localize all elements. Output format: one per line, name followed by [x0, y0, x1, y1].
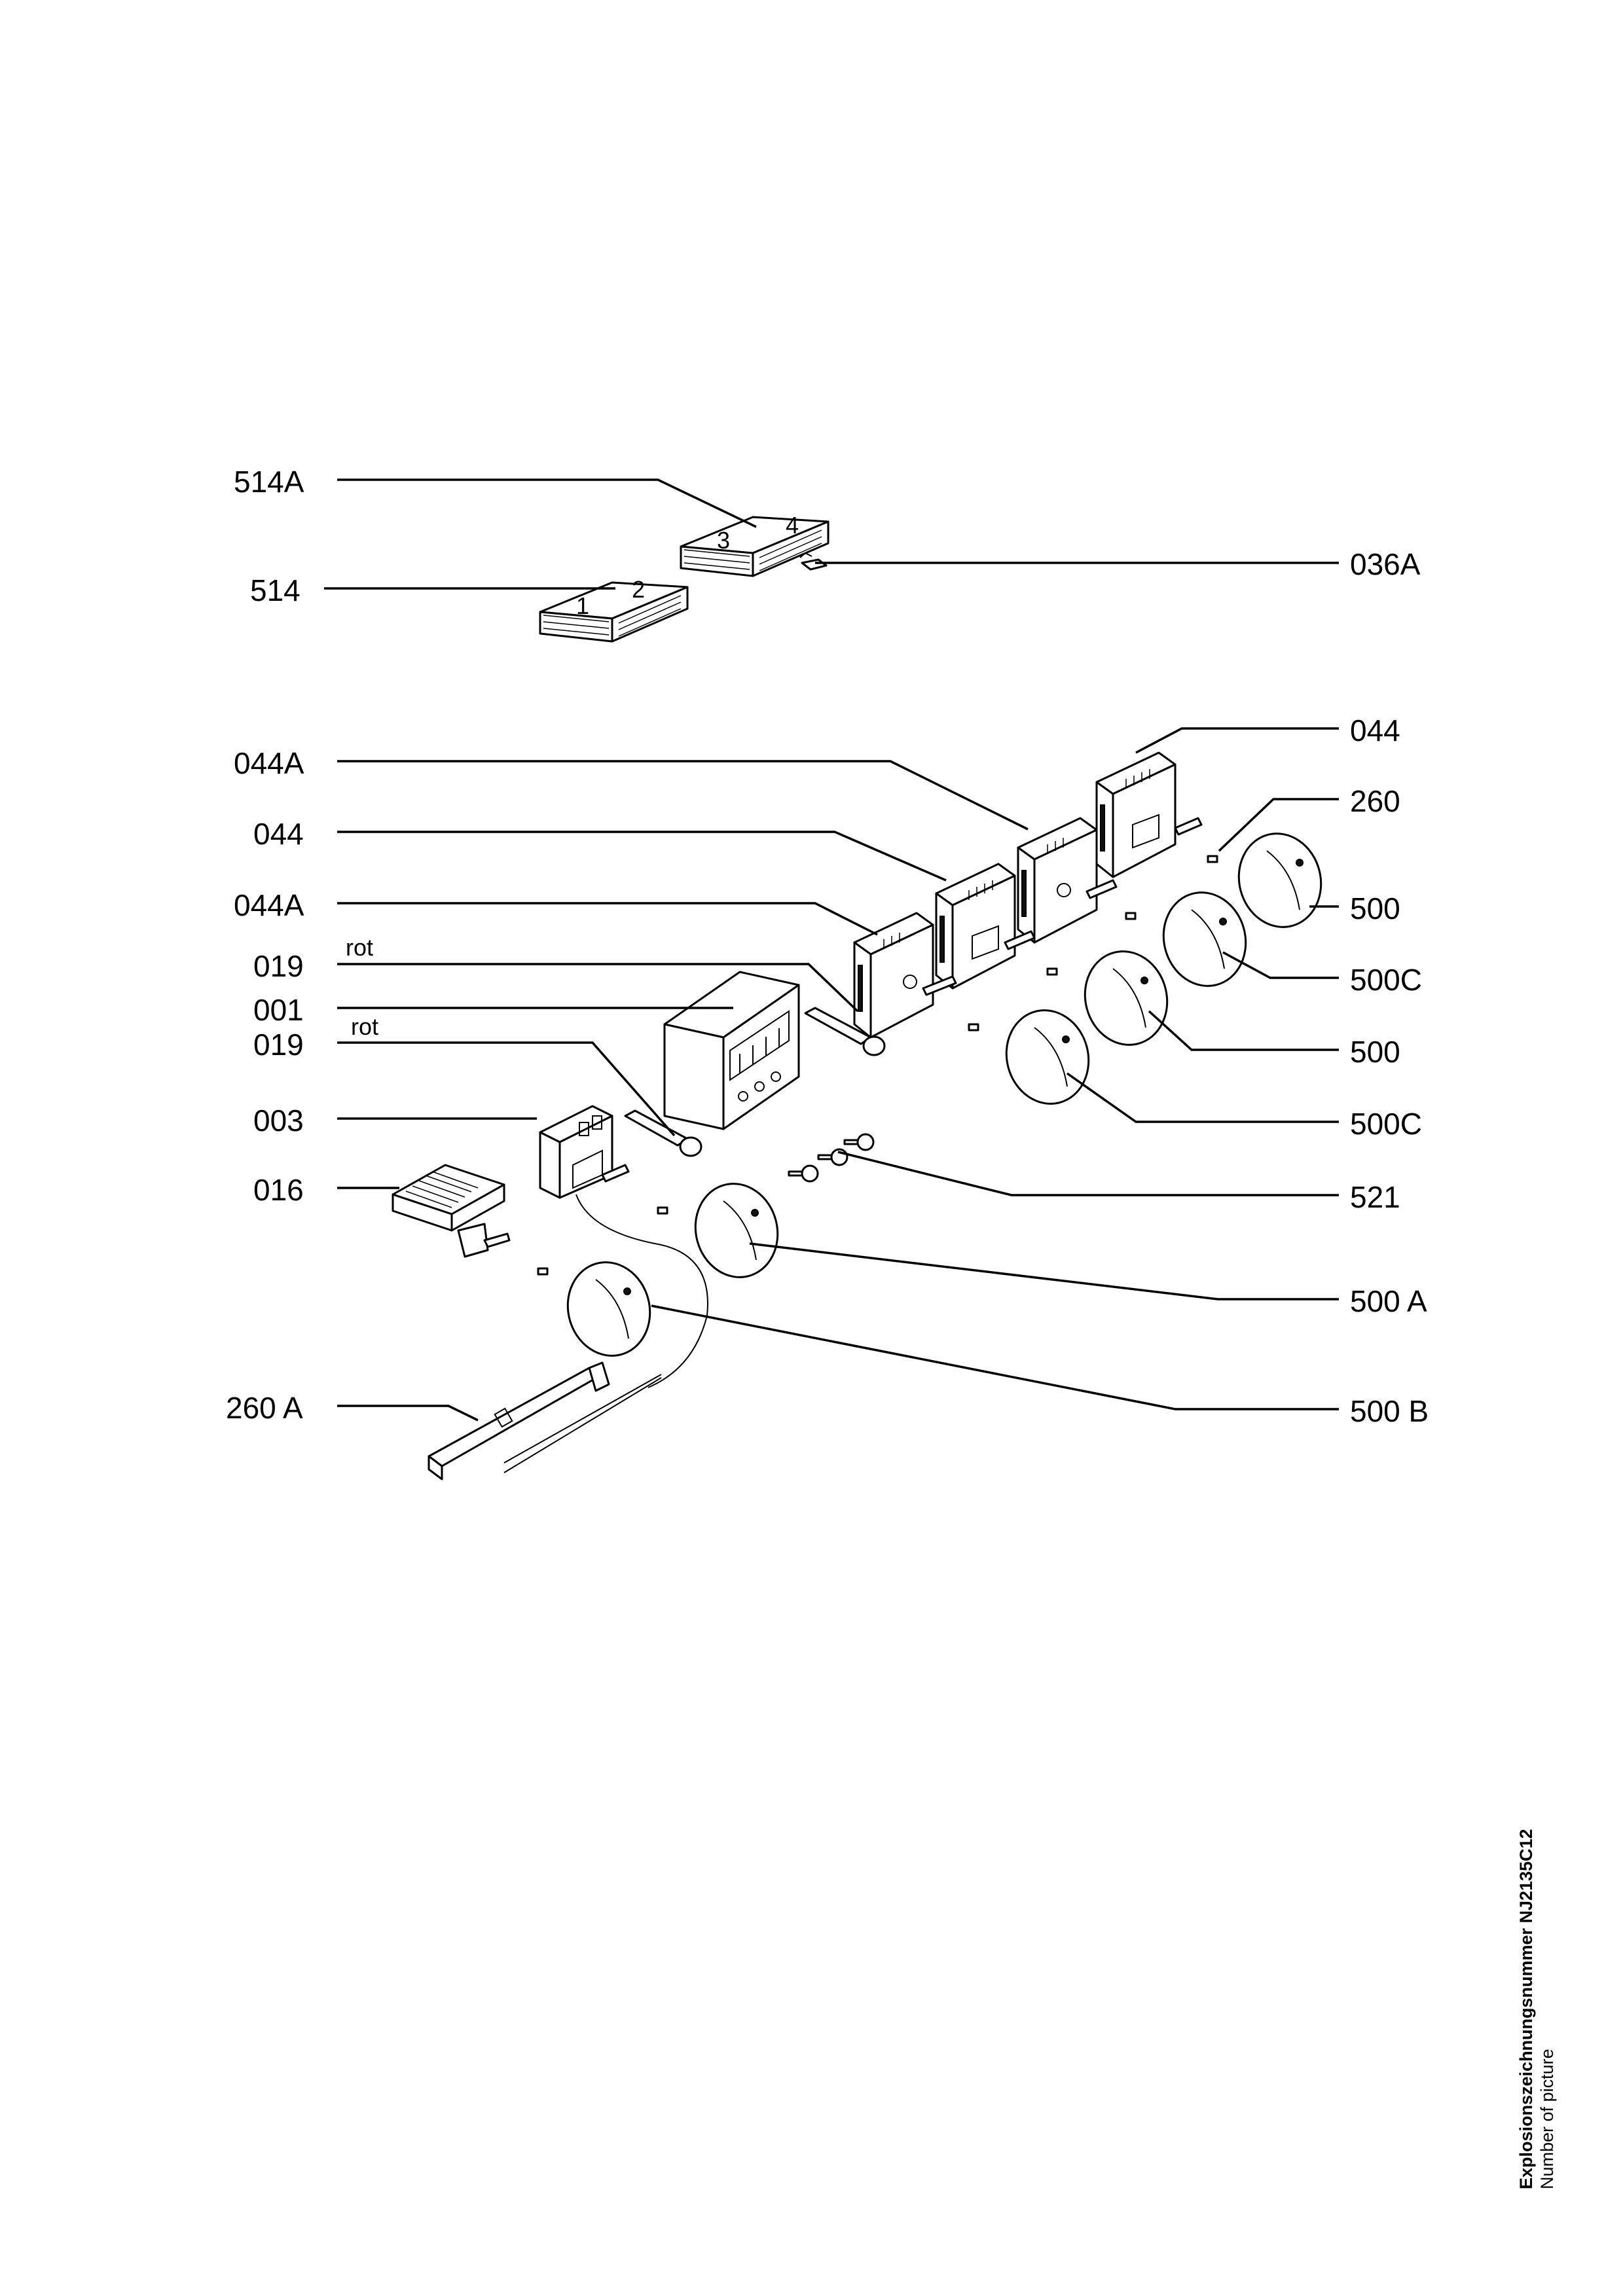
keypad-digit-4: 4: [786, 512, 799, 539]
thermostat-003: [539, 1105, 630, 1199]
label-019-upper: 019: [253, 949, 304, 983]
leader-lines: [324, 478, 1339, 1422]
label-514A: 514A: [234, 465, 304, 499]
knob-500C-mid: [1005, 1009, 1090, 1105]
label-521: 521: [1350, 1180, 1400, 1214]
part-labels: 514A 514 036A 044A 044 044A 019 001 019 …: [226, 465, 1429, 1428]
connection-wire: [575, 1194, 708, 1388]
keypad-digit-2: 2: [632, 576, 645, 603]
knob-500B: [566, 1261, 651, 1357]
indicator-lamp-019-upper: [804, 1007, 886, 1056]
selector-switch-016: [392, 1164, 511, 1258]
bracket-260A: [428, 1361, 662, 1480]
clips-260: [537, 855, 1218, 1276]
picture-number-subtitle: Number of picture: [1537, 2049, 1557, 2189]
label-016: 016: [253, 1173, 304, 1207]
label-500B: 500 B: [1350, 1394, 1429, 1428]
picture-number-title: Explosionszeichnungsnummer NJ2135C12: [1516, 1829, 1536, 2189]
knob-500-top: [1237, 833, 1322, 928]
label-044A-lower: 044A: [234, 888, 304, 922]
label-036A: 036A: [1350, 547, 1421, 581]
label-044-left: 044: [253, 817, 304, 851]
push-buttons-521: [788, 1133, 875, 1183]
picture-number-block: Explosionszeichnungsnummer NJ2135C12 Num…: [1516, 1829, 1557, 2189]
indicator-lamp-019-lower: [624, 1109, 702, 1157]
energy-regulator-044-right: [1095, 751, 1203, 878]
label-003: 003: [253, 1103, 304, 1138]
label-260A: 260 A: [226, 1391, 303, 1425]
knob-500C-top: [1162, 891, 1247, 987]
label-500A: 500 A: [1350, 1284, 1427, 1318]
label-514: 514: [250, 573, 301, 607]
knob-500A: [694, 1183, 779, 1278]
label-260: 260: [1350, 784, 1400, 818]
label-019-lower: 019: [253, 1028, 304, 1062]
keypad-digit-1: 1: [576, 592, 589, 619]
label-500C-mid: 500C: [1350, 1107, 1422, 1141]
knob-500-mid: [1084, 950, 1169, 1046]
energy-regulator-044A-upper: [1017, 817, 1118, 944]
keypad-strip-514: 1 2: [539, 576, 689, 643]
label-044-right: 044: [1350, 713, 1400, 747]
note-rot-lower: rot: [351, 1013, 378, 1040]
energy-regulator-044A-lower: [853, 912, 957, 1039]
timer-display-001: [663, 971, 800, 1130]
keypad-strip-514A: 3 4: [680, 512, 830, 577]
label-500-top: 500: [1350, 891, 1400, 925]
note-rot-upper: rot: [346, 934, 373, 961]
label-500C-top: 500C: [1350, 963, 1422, 997]
label-500-mid: 500: [1350, 1035, 1400, 1069]
keypad-digit-3: 3: [717, 527, 730, 554]
label-044A-upper: 044A: [234, 746, 304, 780]
energy-regulator-044-left: [935, 863, 1036, 990]
label-001: 001: [253, 993, 304, 1027]
